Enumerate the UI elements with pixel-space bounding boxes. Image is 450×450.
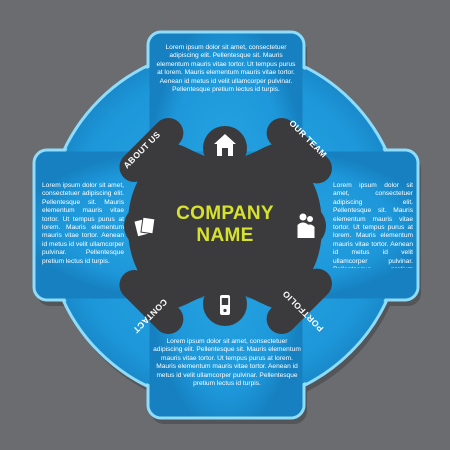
people-icon xyxy=(297,213,315,238)
text-block-left: Lorem ipsum dolor sit amet, consectetuer… xyxy=(42,182,124,265)
house-icon xyxy=(214,134,236,156)
tab-contact-shape xyxy=(119,270,184,334)
tab-about-shape xyxy=(119,118,184,182)
text-block-top: Lorem ipsum dolor sit amet, consectetuer… xyxy=(156,44,296,94)
company-name-line2: NAME xyxy=(196,225,254,246)
company-name-line1: COMPANY xyxy=(176,203,274,224)
documents-icon xyxy=(134,216,156,237)
center-shape xyxy=(119,118,332,334)
company-name-title: COMPANY NAME xyxy=(150,203,300,247)
text-block-bottom: Lorem ipsum dolor sit amet, consectetuer… xyxy=(153,338,301,388)
tab-team-shape xyxy=(266,118,332,184)
text-block-right: Lorem ipsum dolor sit amet, consectetuer… xyxy=(333,182,413,268)
tab-portfolio-shape xyxy=(266,268,332,334)
mobile-phone-icon xyxy=(220,295,230,315)
